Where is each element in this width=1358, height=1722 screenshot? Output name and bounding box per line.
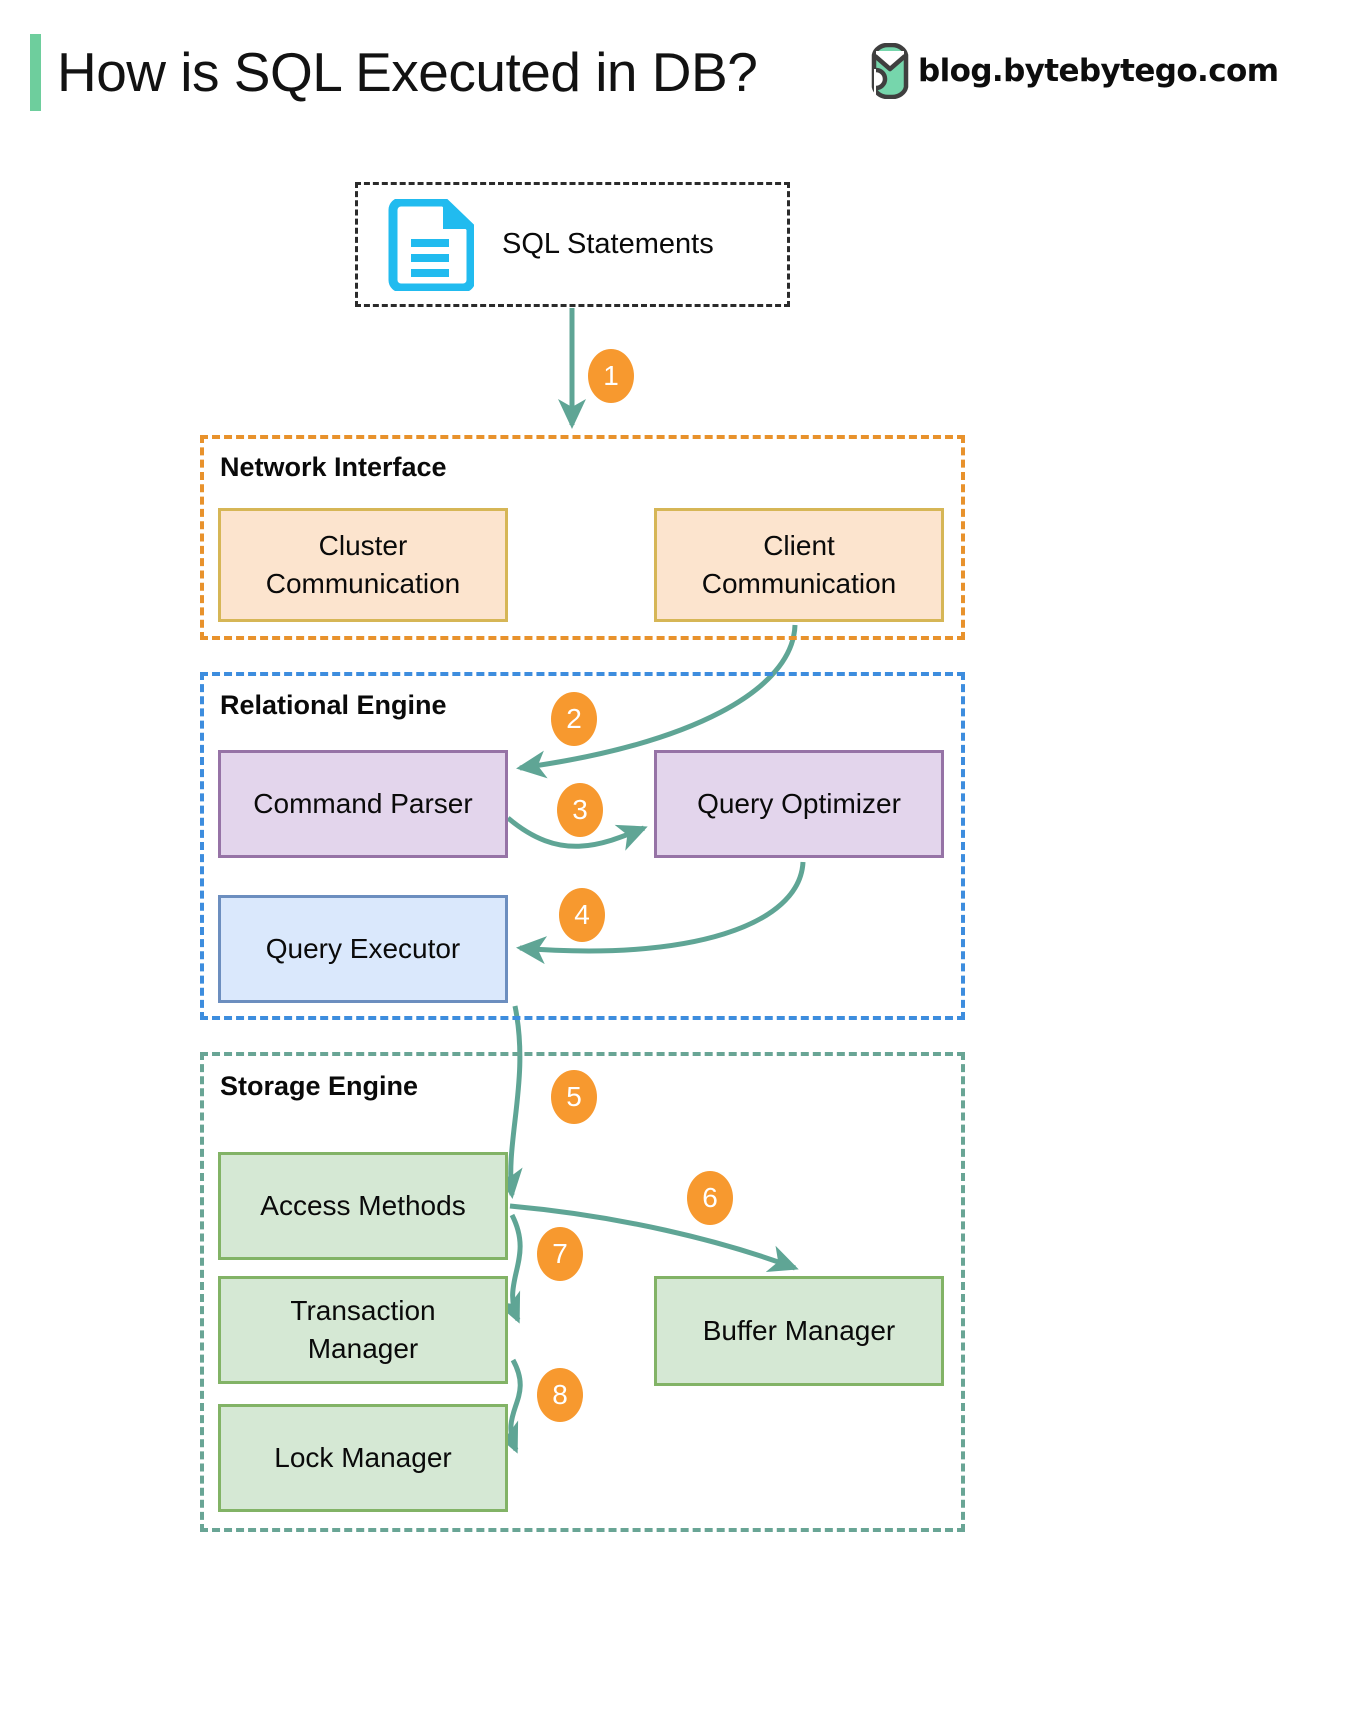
group-label-relational-engine: Relational Engine: [220, 690, 447, 720]
node-command-parser[interactable]: Command Parser: [218, 750, 508, 858]
node-label-query-optimizer: Query Optimizer: [697, 788, 901, 820]
brand-watermark: blog.bytebytego.com: [868, 40, 1279, 102]
step-badge-6: 6: [687, 1171, 733, 1225]
page-title: How is SQL Executed in DB?: [57, 41, 758, 103]
group-network-interface: [200, 435, 965, 640]
node-lock-manager[interactable]: Lock Manager: [218, 1404, 508, 1512]
step-badge-5: 5: [551, 1070, 597, 1124]
node-label-lock-manager: Lock Manager: [274, 1442, 452, 1474]
node-label-command-parser: Command Parser: [253, 788, 473, 820]
bytebytego-logo-icon: [868, 42, 912, 100]
node-label-buffer-manager: Buffer Manager: [702, 1315, 896, 1347]
group-relational-engine: [200, 672, 965, 1020]
node-sql-statements[interactable]: SQL Statements: [355, 182, 790, 307]
group-label-network-interface: Network Interface: [220, 452, 447, 482]
node-label-access-methods: Access Methods: [260, 1190, 466, 1222]
document-icon: [388, 197, 476, 292]
group-storage-engine: [200, 1052, 965, 1532]
step-badge-8: 8: [537, 1368, 583, 1422]
step-badge-1: 1: [588, 349, 634, 403]
brand-url-text: blog.bytebytego.com: [918, 53, 1279, 89]
node-label-query-executor: Query Executor: [265, 933, 461, 965]
node-query-executor[interactable]: Query Executor: [218, 895, 508, 1003]
page-header: How is SQL Executed in DB? blog.bytebyte…: [0, 0, 1358, 130]
title-accent-bar: [30, 34, 41, 111]
step-badge-2: 2: [551, 692, 597, 746]
node-query-optimizer[interactable]: Query Optimizer: [654, 750, 944, 858]
node-access-methods[interactable]: Access Methods: [218, 1152, 508, 1260]
step-badge-7: 7: [537, 1227, 583, 1281]
step-badge-4: 4: [559, 888, 605, 942]
step-badge-3: 3: [557, 783, 603, 837]
group-label-storage-engine: Storage Engine: [220, 1071, 419, 1101]
node-label-sql-statements: SQL Statements: [502, 227, 714, 260]
node-buffer-manager[interactable]: Buffer Manager: [654, 1276, 944, 1386]
